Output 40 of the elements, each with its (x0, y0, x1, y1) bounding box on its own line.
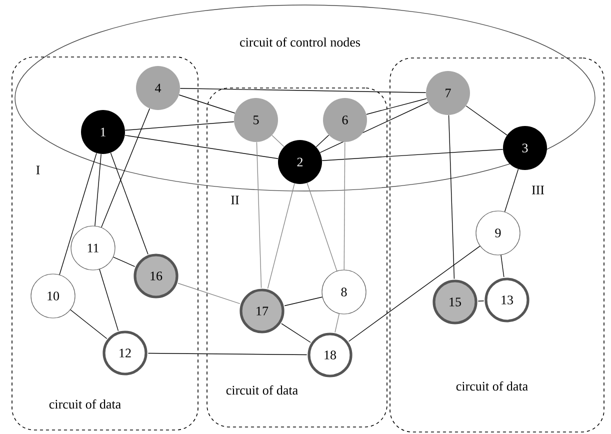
region-numeral: II (231, 196, 239, 204)
connector-line (281, 323, 311, 343)
connector-line (101, 108, 150, 228)
dashed-region (390, 58, 604, 432)
connector-line (272, 134, 284, 148)
connector-line (478, 300, 484, 302)
region-numeral: I (36, 166, 40, 174)
connector-line (504, 168, 519, 212)
region-label: circuit of data (49, 399, 121, 409)
ellipse-label: circuit of control nodes (240, 37, 360, 47)
connector-line (94, 154, 102, 226)
connector-line (59, 152, 97, 276)
connector-line (124, 121, 234, 131)
connector-line (466, 106, 508, 136)
connector-line (70, 309, 108, 339)
connector-line (344, 142, 346, 270)
connector-line (348, 246, 480, 342)
connector-line (284, 296, 323, 306)
connector-line (99, 268, 119, 332)
region-label: circuit of data (226, 385, 298, 395)
dashed-region (12, 56, 198, 430)
dashed-region (206, 88, 388, 428)
connector-line (124, 135, 278, 159)
connector-line (110, 152, 148, 255)
connector-line (448, 114, 455, 280)
connector-line (500, 254, 504, 278)
connector-line (112, 256, 136, 267)
connector-line (180, 88, 426, 93)
connector-line (366, 98, 427, 115)
connector-line (322, 149, 504, 161)
connector-line (316, 134, 330, 148)
connector-line (306, 182, 338, 272)
region-label: circuit of data (456, 381, 528, 391)
connector-line (256, 142, 262, 288)
connector-line (334, 313, 340, 333)
region-numeral: III (532, 186, 544, 194)
connector-line (178, 282, 240, 304)
connector-line (178, 94, 236, 114)
connector-line (267, 183, 295, 289)
connector-line (148, 352, 308, 356)
